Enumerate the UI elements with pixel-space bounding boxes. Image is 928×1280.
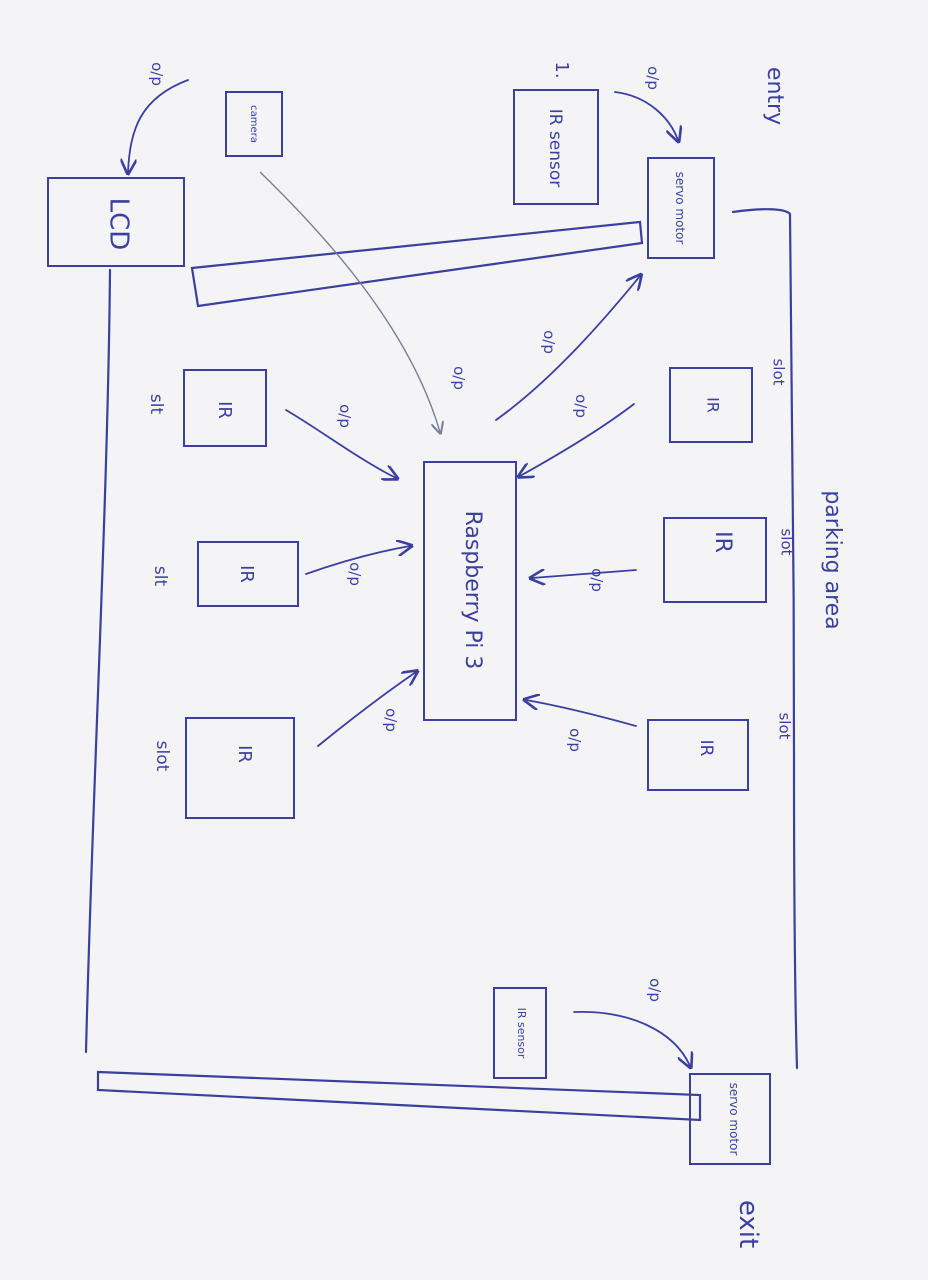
raspberry-label: Raspberry Pi 3 [460,511,485,670]
arrow-camera-to-pi [259,171,440,432]
arrow-pi-to-entry-servo [495,276,640,421]
slot-top-1-box [669,367,753,443]
arrow-slot-bottom-2-to-pi [305,546,410,575]
slot-top-3-box [647,719,749,791]
op-label-slot-bottom-2: o/p [346,562,364,586]
slot-bottom-2-box [197,541,299,607]
slot-top-2-ir: IR [710,531,735,553]
lcd-label: LCD [104,198,134,251]
op-label-slot-top-2: o/p [588,568,606,592]
op-label-exit-ir: o/p [646,978,664,1002]
boundary-right [731,208,799,1070]
op-label-entry-ir: o/p [644,66,662,90]
arrow-entry-ir-to-servo [614,91,678,140]
op-label-slot-bottom-3: o/p [382,708,400,732]
entry-ir-number: 1. [551,61,572,78]
slot-top-1: IR slot [669,358,788,443]
slot-bottom-1: IR slt [146,369,267,447]
slot-bottom-3-box [185,717,295,819]
camera-label: camera [248,105,259,143]
boundary-left [84,268,112,1054]
op-label-slot-top-3: o/p [566,728,584,752]
entry-ir-sensor: 1. IR sensor [513,61,599,205]
slot-top-1-label: slot [770,358,788,385]
slot-top-2: IR slot [663,517,796,603]
parking-boundary [84,208,799,1122]
arrow-slot-top-2-to-pi [532,570,637,578]
op-label-camera: o/p [450,366,468,390]
exit-ir-label: IR sensor [515,1008,528,1059]
boundary-bottom [96,1070,702,1122]
op-label-entry-servo: o/p [540,330,558,354]
exit-servo-box [689,1073,771,1165]
slot-bottom-1-box [183,369,267,447]
slot-bottom-3: IR slot [152,717,295,819]
slot-top-3: IR slot [647,712,794,791]
exit-ir-box [493,987,547,1079]
slot-bottom-2-label: slt [150,566,170,587]
exit-servo-label: servo motor [727,1083,741,1156]
raspberry-pi: Raspberry Pi 3 [423,461,517,721]
entry-ir-box [513,89,599,205]
lcd: LCD [47,177,185,267]
camera: camera [225,91,283,157]
slot-bottom-3-label: slot [152,741,172,772]
slot-top-3-label: slot [776,712,794,739]
arrow-slot-bottom-1-to-pi [285,409,396,478]
parking-area-label: parking area [820,490,845,629]
entry-label: entry [762,67,787,125]
arrow-slot-top-1-to-pi [520,403,635,476]
connections [128,79,690,1066]
slot-bottom-3-ir: IR [234,745,255,763]
op-label-slot-bottom-1: o/p [336,404,354,428]
slot-bottom-1-ir: IR [214,401,235,419]
raspberry-box [423,461,517,721]
slot-top-2-label: slot [778,528,796,555]
op-label-slot-top-1: o/p [572,394,590,418]
exit-label: exit [733,1200,763,1248]
slot-top-2-box [663,517,767,603]
entry-gate-bar [190,220,644,308]
arrow-pi-to-lcd [128,79,189,172]
slot-bottom-2: IR slt [150,541,299,607]
arrow-slot-top-3-to-pi [526,700,637,727]
arrow-exit-ir-to-servo [573,1011,690,1066]
camera-box [225,91,283,157]
slot-bottom-2-ir: IR [236,565,257,583]
lcd-box [47,177,185,267]
arrow-slot-bottom-3-to-pi [317,672,416,747]
entry-servo: servo motor [647,157,715,259]
op-labels: o/p o/p o/p o/p o/p o/p o/p o/p o/p o/p … [148,62,664,1002]
entry-servo-box [647,157,715,259]
slot-top-3-ir: IR [696,740,716,757]
op-label-lcd: o/p [148,62,166,86]
exit-servo: servo motor [689,1073,771,1165]
slot-top-1-ir: IR [704,397,723,413]
entry-servo-label: servo motor [673,172,687,245]
entry-ir-label: IR sensor [545,109,565,188]
exit-ir-sensor: IR sensor [493,987,547,1079]
slot-bottom-1-label: slt [146,394,166,415]
